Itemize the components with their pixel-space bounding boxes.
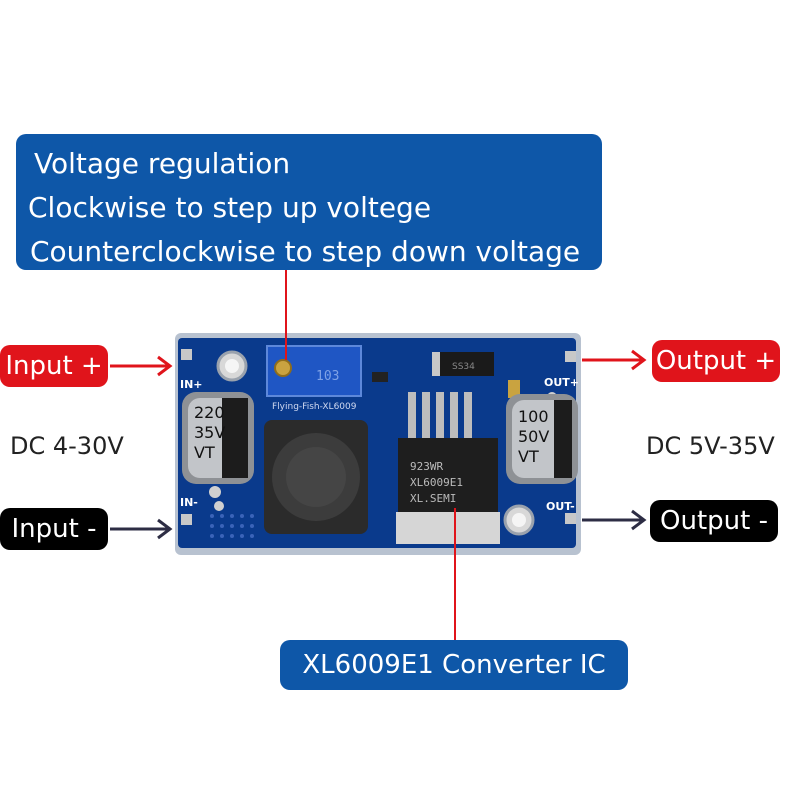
silk-in-minus: IN-: [180, 496, 198, 509]
pad-out-minus: [565, 513, 576, 524]
cap-right-series: VT: [518, 447, 539, 466]
input-minus-label: Input -: [0, 508, 108, 550]
pad-out-plus: [565, 351, 576, 362]
cap-left-series: VT: [194, 443, 215, 462]
pad-in-plus: [181, 349, 192, 360]
converter-ic-callout: XL6009E1 Converter IC: [280, 640, 628, 690]
callout-line-3: Counterclockwise to step down voltage: [30, 235, 581, 268]
small-hole-left: [209, 486, 221, 498]
output-minus-label: Output -: [650, 500, 778, 542]
ic-marking-1: XL.SEMI: [410, 492, 456, 505]
small-hole-left-2: [214, 501, 224, 511]
capacitor-left-stripe: [222, 398, 248, 478]
arrow-input-plus: [110, 355, 173, 377]
silk-in-plus: IN+: [180, 378, 203, 391]
potentiometer-screw: [274, 359, 292, 377]
cap-left-value: 220: [194, 403, 225, 422]
mount-hole-top-left-inner: [225, 359, 239, 373]
via-grid: [210, 514, 254, 538]
mount-hole-bottom-right-inner: [512, 513, 526, 527]
ic-marking-2: XL6009E1: [410, 476, 463, 489]
arrow-output-minus: [582, 509, 647, 531]
silk-out-minus: OUT-: [546, 500, 575, 513]
cap-left-voltage: 35V: [194, 423, 225, 442]
output-voltage-range: DC 5V-35V: [646, 432, 775, 460]
pot-marking: 103: [316, 369, 339, 384]
arrow-input-minus: [110, 518, 173, 540]
voltage-regulation-callout: Voltage regulation Clockwise to step up …: [16, 134, 602, 270]
input-voltage-range: DC 4-30V: [10, 432, 124, 460]
cap-right-voltage: 50V: [518, 427, 549, 446]
diode: [432, 352, 494, 376]
diode-cathode-band: [432, 352, 440, 376]
silk-out-plus: OUT+: [544, 376, 579, 389]
smd-resistor: [372, 372, 388, 382]
inductor-core-inner: [286, 447, 346, 507]
pad-in-minus: [181, 514, 192, 525]
arrow-output-plus: [582, 349, 647, 371]
diode-marking: SS34: [452, 362, 475, 372]
cap-right-value: 100: [518, 407, 549, 426]
callout-line-2: Clockwise to step up voltege: [28, 191, 432, 224]
ic-marking-3: 923WR: [410, 460, 443, 473]
output-plus-label: Output +: [652, 340, 780, 382]
ic-heat-tab: [396, 512, 500, 544]
capacitor-right-stripe: [554, 400, 572, 478]
input-plus-label: Input +: [0, 345, 108, 387]
ic-legs: [408, 392, 472, 444]
smd-capacitor: [508, 380, 520, 398]
callout-line-1: Voltage regulation: [34, 147, 291, 180]
silk-board-name: Flying-Fish-XL6009: [272, 402, 357, 412]
